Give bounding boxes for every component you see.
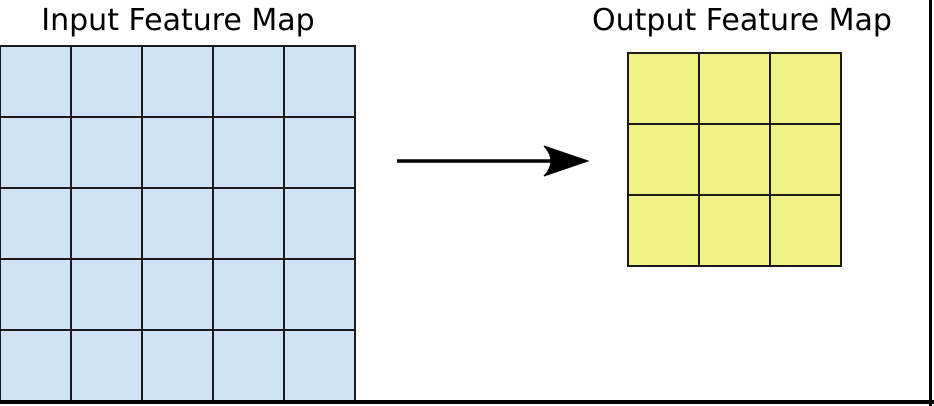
feature-map-cell (72, 118, 141, 187)
output-feature-map-grid (627, 52, 842, 267)
feature-map-cell (1, 331, 70, 400)
feature-map-cell (285, 189, 354, 258)
right-arrow-icon (397, 145, 590, 177)
figure-bottom-border (0, 400, 934, 404)
feature-map-cell (285, 118, 354, 187)
feature-map-cell (629, 125, 698, 194)
feature-map-cell (214, 189, 283, 258)
feature-map-cell (214, 331, 283, 400)
right-arrow-head (543, 145, 590, 177)
feature-map-cell (1, 189, 70, 258)
figure-right-border (929, 0, 932, 406)
feature-map-cell (143, 189, 212, 258)
feature-map-cell (214, 260, 283, 329)
output-feature-map-title: Output Feature Map (592, 3, 892, 38)
input-feature-map-grid (0, 45, 356, 402)
feature-map-cell (700, 196, 769, 265)
feature-map-cell (1, 118, 70, 187)
feature-map-cell (700, 54, 769, 123)
feature-map-cell (700, 125, 769, 194)
feature-map-cell (771, 54, 840, 123)
input-feature-map-title: Input Feature Map (41, 3, 315, 38)
feature-map-cell (72, 47, 141, 116)
feature-map-cell (72, 189, 141, 258)
feature-map-cell (72, 260, 141, 329)
feature-map-cell (771, 196, 840, 265)
feature-map-cell (214, 47, 283, 116)
feature-map-cell (285, 331, 354, 400)
feature-map-cell (143, 118, 212, 187)
feature-map-cell (771, 125, 840, 194)
feature-map-cell (143, 260, 212, 329)
feature-map-cell (143, 331, 212, 400)
feature-map-cell (143, 47, 212, 116)
feature-map-cell (629, 54, 698, 123)
feature-map-cell (72, 331, 141, 400)
feature-map-cell (285, 260, 354, 329)
feature-map-cell (214, 118, 283, 187)
feature-map-cell (1, 260, 70, 329)
feature-map-cell (1, 47, 70, 116)
feature-map-cell (629, 196, 698, 265)
feature-map-cell (285, 47, 354, 116)
